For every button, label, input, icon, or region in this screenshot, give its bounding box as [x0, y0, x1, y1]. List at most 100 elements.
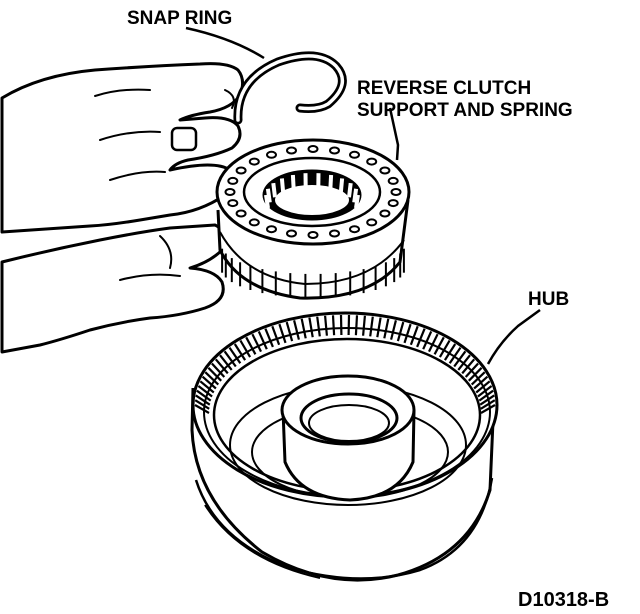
hub-spline-tooth [285, 321, 294, 342]
clutch-bore-spline [352, 188, 359, 203]
hub-spline-tooth [457, 354, 471, 371]
hub-spline-tooth [308, 317, 314, 338]
clutch-hole [235, 166, 247, 175]
clutch-hole [266, 225, 277, 234]
label-reverse-clutch-line2: SUPPORT AND SPRING [357, 100, 573, 121]
hub-spline-tooth [416, 328, 426, 348]
lower-hand-finger-edge [159, 235, 173, 269]
hub [190, 311, 499, 582]
clutch-hole [366, 218, 378, 227]
hub-base-edge [204, 504, 321, 579]
clutch-hole [248, 218, 260, 227]
clutch-springs [221, 248, 405, 298]
clutch-hole [366, 157, 378, 166]
leader-reverse-clutch [388, 107, 400, 161]
hub-spline-tooth [354, 315, 359, 336]
clutch-bore-spline [265, 188, 272, 203]
hub-spline-tooth [479, 394, 495, 406]
figure-code: D10318-B [518, 589, 609, 611]
clutch-hole [349, 225, 360, 234]
hub-spline-tooth [245, 336, 257, 355]
hub-spline-tooth [300, 318, 307, 339]
hub-spline-tooth [362, 315, 366, 336]
label-snap-ring: SNAP RING [127, 8, 232, 29]
lower-hand-crease [119, 273, 181, 281]
clutch-hole [390, 188, 402, 196]
clutch-hole [248, 157, 260, 166]
hub-spline-tooth [433, 336, 445, 355]
hub-spline-tooth [214, 358, 229, 375]
hub-spline-tooth [453, 350, 467, 368]
lower-hand [0, 223, 227, 354]
hub-spline-tooth [461, 358, 476, 375]
upper-hand-crease-2 [99, 130, 161, 141]
hub-spline-tooth [197, 385, 213, 398]
snap-ring-highlight [236, 54, 345, 122]
leader-snap-ring [185, 26, 265, 60]
hub-spline-tooth [376, 317, 382, 338]
hub-spline-tooth [271, 325, 281, 346]
clutch-support-bore-floor [273, 183, 351, 217]
hub-spline-tooth [207, 367, 222, 382]
hub-spline-tooth [470, 371, 486, 386]
hub-spline-tooth [194, 399, 210, 410]
finger-nail-1 [224, 89, 235, 109]
hub-spline-tooth [409, 325, 419, 346]
clutch-bore-spline [264, 194, 270, 209]
clutch-bore-spline [338, 178, 345, 194]
hub-spline-tooth [473, 375, 489, 390]
clutch-bore-spline [290, 174, 296, 190]
hub-spline-tooth [480, 399, 496, 410]
clutch-hole [307, 231, 319, 239]
hub-spline-tooth [477, 385, 493, 398]
hub-spline-tooth [233, 343, 247, 361]
hub-spline-tooth [403, 323, 412, 344]
hub-spline-tooth [390, 320, 397, 340]
hub-spline-tooth [201, 375, 217, 390]
thumb-nail [170, 126, 198, 152]
clutch-bore-spline [279, 178, 286, 194]
hub-spline-tooth [257, 330, 268, 350]
clutch-hole [387, 199, 399, 208]
hub-spline-tooth [324, 315, 328, 336]
reverse-clutch-support [215, 138, 411, 300]
clutch-bore-spline [271, 182, 277, 198]
hub-spline-tooth [251, 333, 262, 353]
clutch-hole [329, 146, 340, 155]
hub-spline-tooth [239, 339, 252, 358]
hub-spline-tooth [480, 404, 496, 414]
clutch-hole [227, 199, 239, 208]
upper-hand [0, 62, 245, 234]
hub-spline-tooth [478, 389, 494, 402]
hub-spline-tooth [383, 318, 390, 339]
clutch-hole [379, 209, 391, 218]
clutch-hole [235, 209, 247, 218]
hub-spline-tooth [428, 333, 439, 353]
clutch-hole [307, 145, 319, 153]
hub-spline-tooth [228, 346, 242, 364]
clutch-hole [349, 150, 360, 159]
hub-spline-tooth [196, 389, 212, 402]
hub-spline-tooth [443, 343, 457, 361]
hub-spline-teeth [194, 314, 496, 414]
hub-spline-tooth [195, 394, 211, 406]
clutch-bore-spline [328, 174, 334, 190]
hub-spline-tooth [448, 346, 462, 364]
hands [0, 62, 245, 354]
clutch-hole [286, 146, 297, 155]
upper-hand-crease-1 [94, 88, 151, 97]
hub-spline-tooth [464, 362, 479, 378]
hub-spline-tooth [199, 380, 215, 394]
label-reverse-clutch-line1: REVERSE CLUTCH [357, 78, 531, 99]
clutch-bore-spline [354, 194, 360, 209]
clutch-support-bore-splines [264, 173, 360, 209]
clutch-hole [379, 166, 391, 175]
hub-spline-tooth [293, 320, 300, 340]
clutch-hole [224, 188, 236, 196]
hub-spline-tooth [223, 350, 237, 368]
upper-hand-crease-3 [109, 170, 166, 181]
hub-spline-tooth [219, 354, 233, 371]
leader-lines [185, 26, 541, 365]
clutch-support-holes [224, 145, 402, 239]
